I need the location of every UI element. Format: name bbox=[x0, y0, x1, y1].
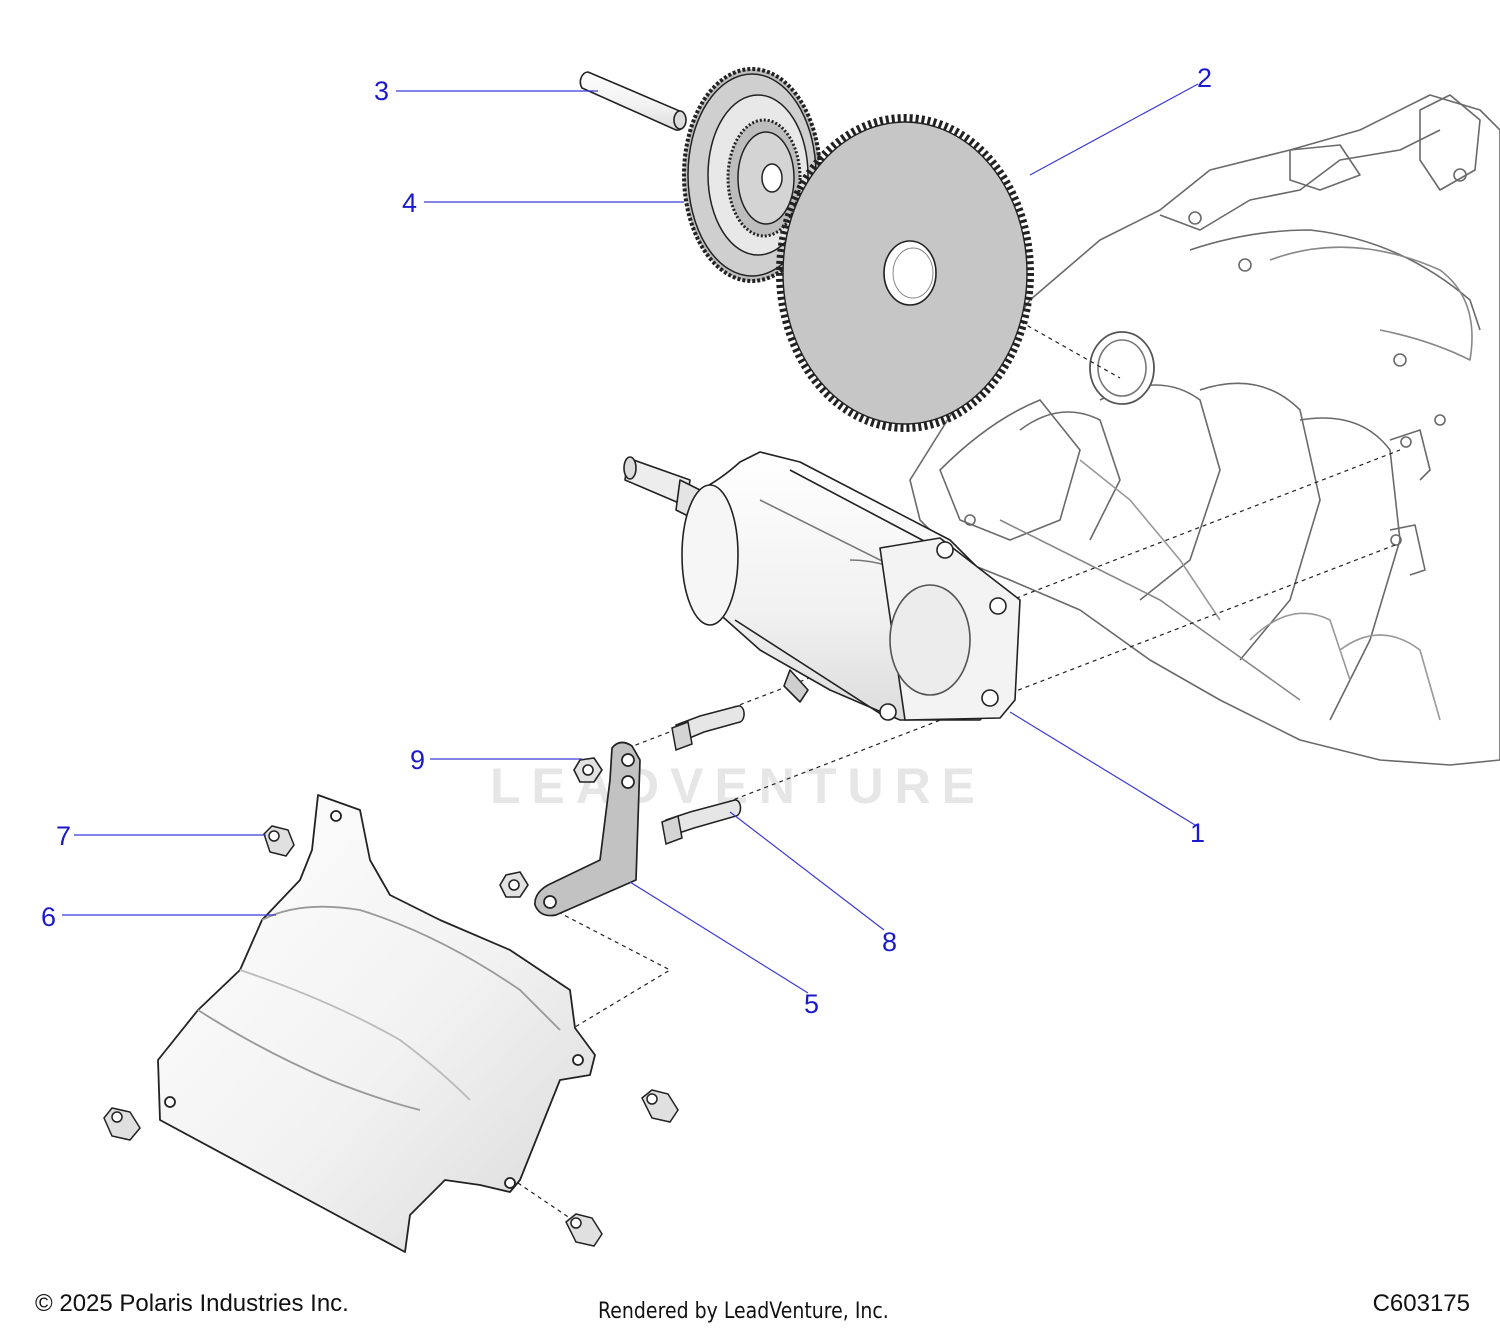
flange-bolt-top bbox=[263, 825, 295, 857]
callout-4[interactable]: 4 bbox=[402, 188, 417, 218]
flange-bolt-right bbox=[641, 1089, 679, 1123]
gear-shaft-part bbox=[579, 71, 687, 131]
flange-bolt-parts bbox=[103, 825, 679, 1247]
leader-lines bbox=[62, 83, 1199, 994]
starter-cover-shield-part bbox=[157, 794, 596, 1253]
engine-housing bbox=[909, 94, 1500, 766]
callout-2[interactable]: 2 bbox=[1197, 63, 1212, 93]
callout-6[interactable]: 6 bbox=[41, 902, 56, 932]
flange-nut-parts bbox=[499, 757, 603, 898]
flange-bolt-bottom bbox=[565, 1213, 603, 1247]
mounting-bracket-part bbox=[534, 741, 641, 917]
copyright-notice: © 2025 Polaris Industries Inc. bbox=[35, 1290, 349, 1317]
callout-8[interactable]: 8 bbox=[882, 927, 897, 957]
large-idler-gear-part bbox=[776, 114, 1034, 432]
rendered-by-notice: Rendered by LeadVenture, Inc. bbox=[598, 1299, 889, 1324]
diagram-id: C603175 bbox=[1372, 1290, 1470, 1317]
callout-5[interactable]: 5 bbox=[804, 989, 819, 1019]
callout-7[interactable]: 7 bbox=[56, 821, 71, 851]
leader-8 bbox=[729, 811, 885, 931]
starter-motor-part bbox=[623, 451, 1021, 721]
leader-1 bbox=[1009, 711, 1196, 826]
callout-labels: 1 2 3 4 5 6 7 8 9 bbox=[41, 63, 1212, 1019]
flange-bolt-left bbox=[103, 1107, 141, 1141]
callout-1[interactable]: 1 bbox=[1190, 818, 1205, 848]
leader-2 bbox=[1029, 83, 1199, 176]
stud-bolt-parts bbox=[661, 705, 745, 846]
callout-3[interactable]: 3 bbox=[374, 76, 389, 106]
leader-5 bbox=[629, 881, 809, 994]
callout-9[interactable]: 9 bbox=[410, 745, 425, 775]
